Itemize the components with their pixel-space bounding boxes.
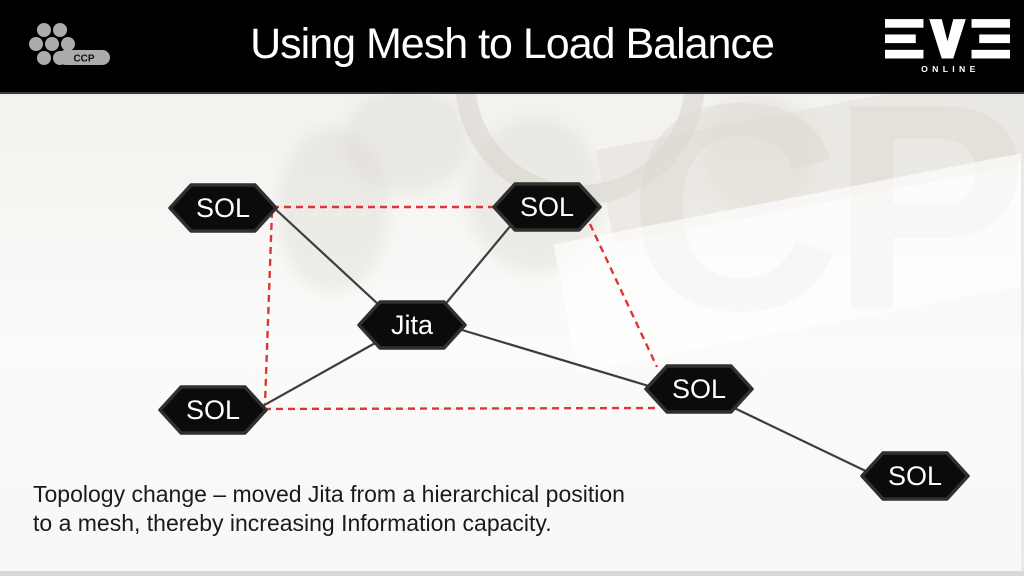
edge-solid-sol-top-left-jita xyxy=(271,205,393,318)
ccp-logo-text: CCP xyxy=(73,54,94,65)
ccp-logo: CCP xyxy=(29,23,110,65)
edge-dashed-sol-bottom-left-sol-right xyxy=(263,406,657,411)
node-label: Jita xyxy=(391,310,434,340)
edge-solid-jita-sol-right xyxy=(451,325,663,392)
node-label: SOL xyxy=(672,374,726,404)
slide-title: Using Mesh to Load Balance xyxy=(250,20,775,68)
node-label: SOL xyxy=(520,192,574,222)
node-hexagon-shape xyxy=(168,183,278,233)
node-label: SOL xyxy=(186,395,240,425)
caption-line-2: to a mesh, thereby increasing Informatio… xyxy=(33,510,552,536)
caption-line-1: Topology change – moved Jita from a hier… xyxy=(33,481,625,507)
eve-online-subtext: ONLINE xyxy=(921,64,980,74)
node-sol-top-left: SOL xyxy=(168,183,278,233)
header-bar: CCP Using Mesh to Load Balance ONLINE xyxy=(0,0,1024,94)
node-jita: Jita xyxy=(357,300,467,350)
edge-solid-sol-top-middle-jita xyxy=(442,223,513,308)
edge-solid-jita-sol-bottom-left xyxy=(251,341,378,413)
caption: Topology change – moved Jita from a hier… xyxy=(33,480,625,538)
node-hexagon-shape xyxy=(860,451,970,501)
node-sol-right: SOL xyxy=(644,364,754,414)
edge-dashed-sol-top-middle-sol-right xyxy=(588,223,659,368)
node-sol-top-middle: SOL xyxy=(492,182,602,232)
node-hexagon-shape xyxy=(357,300,467,350)
edge-dashed-sol-top-left-sol-bottom-left xyxy=(263,210,274,405)
node-sol-bottom-left: SOL xyxy=(158,385,268,435)
eve-online-logo: ONLINE xyxy=(885,19,1010,74)
edge-solid-sol-right-sol-bottom-right xyxy=(727,404,875,476)
ccp-pill xyxy=(58,50,110,65)
node-hexagon-shape xyxy=(158,385,268,435)
node-label: SOL xyxy=(888,461,942,491)
node-label: SOL xyxy=(196,193,250,223)
node-sol-bottom-right: SOL xyxy=(860,451,970,501)
eve-letters-icon xyxy=(885,19,1010,59)
